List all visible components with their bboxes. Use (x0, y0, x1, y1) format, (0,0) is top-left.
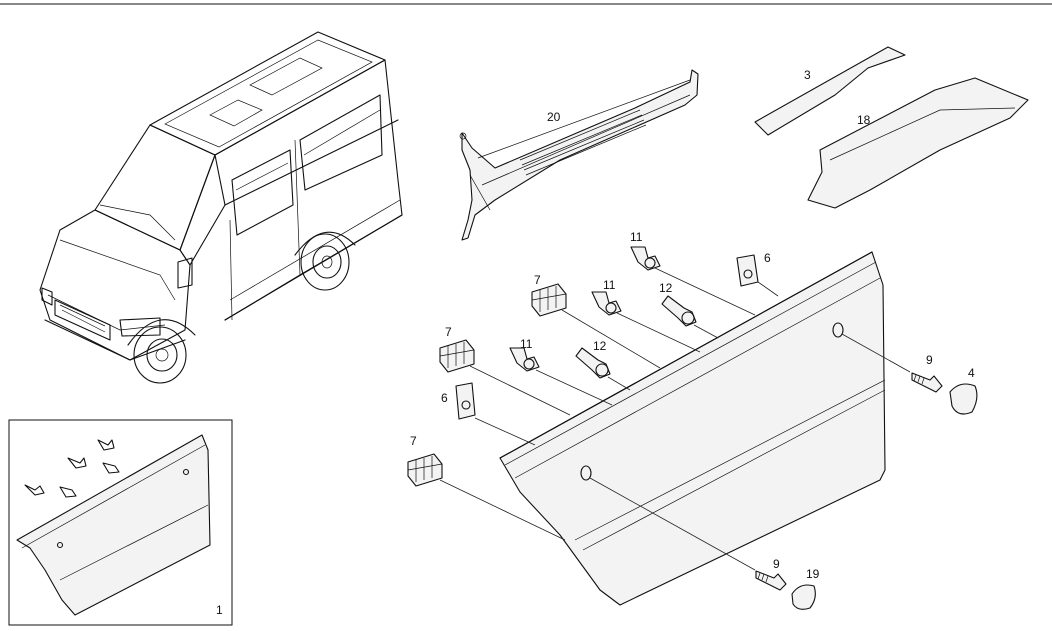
part-9-screw-lower (589, 477, 787, 591)
part-12-pin-upper (661, 295, 719, 339)
callout-11b: 11 (603, 278, 616, 292)
part-7-clip-lower (407, 453, 566, 541)
inset-box-part-1 (8, 419, 233, 626)
part-12-pin-lower (575, 347, 631, 391)
callout-6b: 6 (441, 391, 448, 405)
part-7-clip-middle (439, 339, 571, 416)
callout-12a: 12 (659, 281, 673, 295)
callout-18: 18 (857, 113, 871, 127)
part-6-clip-lower (455, 382, 536, 446)
part-9-screw-upper (841, 333, 943, 393)
part-18-mat (807, 77, 1029, 209)
callout-9b: 9 (773, 557, 780, 571)
van-illustration (39, 31, 403, 384)
part-4-cap (949, 383, 978, 415)
part-20-sill-step (459, 69, 699, 241)
callout-4: 4 (968, 366, 975, 380)
callout-11a: 11 (630, 230, 643, 244)
callout-7a: 7 (534, 273, 541, 287)
callout-9a: 9 (926, 353, 933, 367)
part-11-rivet-top (630, 246, 756, 316)
part-11-rivet-lower (509, 347, 613, 406)
callout-11c: 11 (520, 337, 533, 351)
callout-19: 19 (806, 567, 820, 581)
part-11-rivet-middle (591, 291, 701, 353)
part-6-clip-upper (736, 254, 779, 297)
part-19-cap (791, 584, 816, 610)
callout-7b: 7 (445, 325, 452, 339)
part-3-strip (754, 46, 906, 136)
side-panel-moulding (499, 251, 886, 606)
part-7-clip-upper (531, 283, 661, 369)
callout-12b: 12 (593, 339, 607, 353)
callout-1: 1 (216, 603, 223, 617)
callout-6a: 6 (764, 251, 771, 265)
callout-3: 3 (804, 68, 811, 82)
callout-7c: 7 (410, 434, 417, 448)
callout-20: 20 (547, 110, 561, 124)
